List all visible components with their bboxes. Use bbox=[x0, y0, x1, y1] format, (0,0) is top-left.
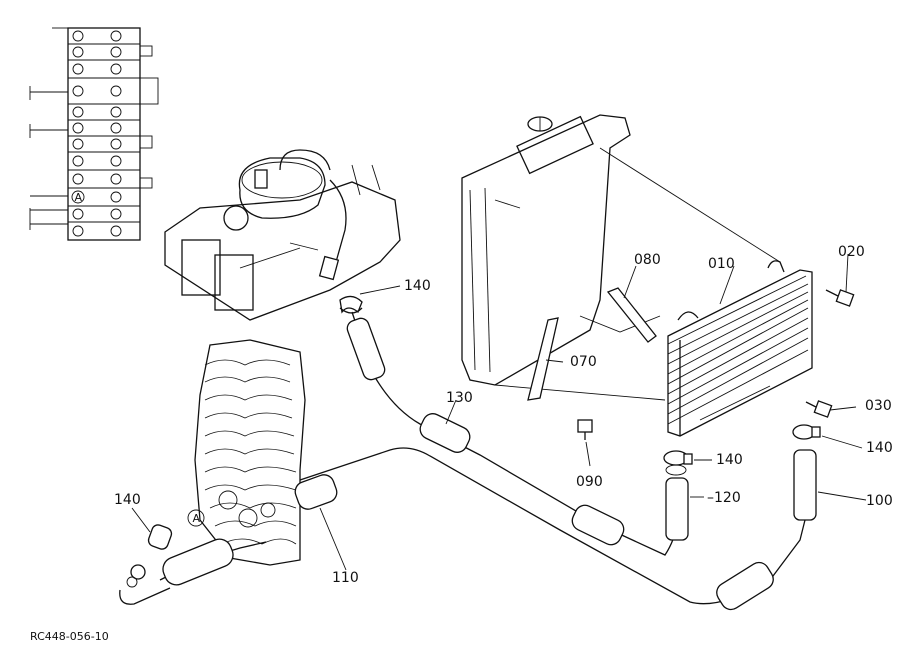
stay-070 bbox=[527, 317, 559, 401]
pipe-110-sleeve bbox=[294, 474, 338, 510]
hose-120 bbox=[665, 477, 689, 541]
bolt-030 bbox=[805, 400, 833, 418]
label-070: 070 bbox=[570, 354, 597, 370]
marker-a-valve: A bbox=[193, 512, 201, 525]
oil-cooler bbox=[667, 260, 813, 437]
hose-clamp-140-mid bbox=[663, 450, 693, 476]
bolt-020 bbox=[825, 289, 855, 307]
label-020: 020 bbox=[838, 244, 865, 260]
label-140-right: 140 bbox=[866, 440, 893, 456]
hose-130-sleeve-low bbox=[571, 504, 625, 546]
radiator bbox=[461, 114, 781, 401]
bolt-090 bbox=[577, 419, 593, 440]
hose-130-sleeve bbox=[419, 413, 471, 453]
hose-clamp-140-top bbox=[339, 295, 363, 314]
label-090: 090 bbox=[576, 474, 603, 490]
marker-a-schematic: A bbox=[75, 191, 83, 204]
hose-clamp-140-right bbox=[792, 424, 821, 440]
label-140-top: 140 bbox=[404, 278, 431, 294]
stay-080 bbox=[606, 287, 657, 343]
hose-clamp-140-left bbox=[126, 524, 173, 588]
reference-code: RC448-056-10 bbox=[30, 630, 109, 643]
hose-130-line bbox=[351, 311, 679, 556]
label-140-left: 140 bbox=[114, 492, 141, 508]
label-010: 010 bbox=[708, 256, 735, 272]
label-130: 130 bbox=[446, 390, 473, 406]
control-valve: A bbox=[187, 339, 306, 566]
label-100: 100 bbox=[866, 493, 893, 509]
label-120: 120 bbox=[714, 490, 741, 506]
hydraulic-tank bbox=[164, 149, 401, 321]
label-030: 030 bbox=[865, 398, 892, 414]
hose-130-sleeve-top bbox=[346, 317, 386, 381]
label-110: 110 bbox=[332, 570, 359, 586]
valve-schematic: A bbox=[29, 27, 159, 241]
return-hose-sleeve bbox=[162, 538, 234, 586]
label-140-mid: 140 bbox=[716, 452, 743, 468]
leader-lines bbox=[131, 253, 867, 571]
pipe-100-sleeve bbox=[716, 561, 774, 611]
svg-text:–: – bbox=[707, 490, 714, 506]
label-080: 080 bbox=[634, 252, 661, 268]
hose-100 bbox=[793, 449, 817, 521]
